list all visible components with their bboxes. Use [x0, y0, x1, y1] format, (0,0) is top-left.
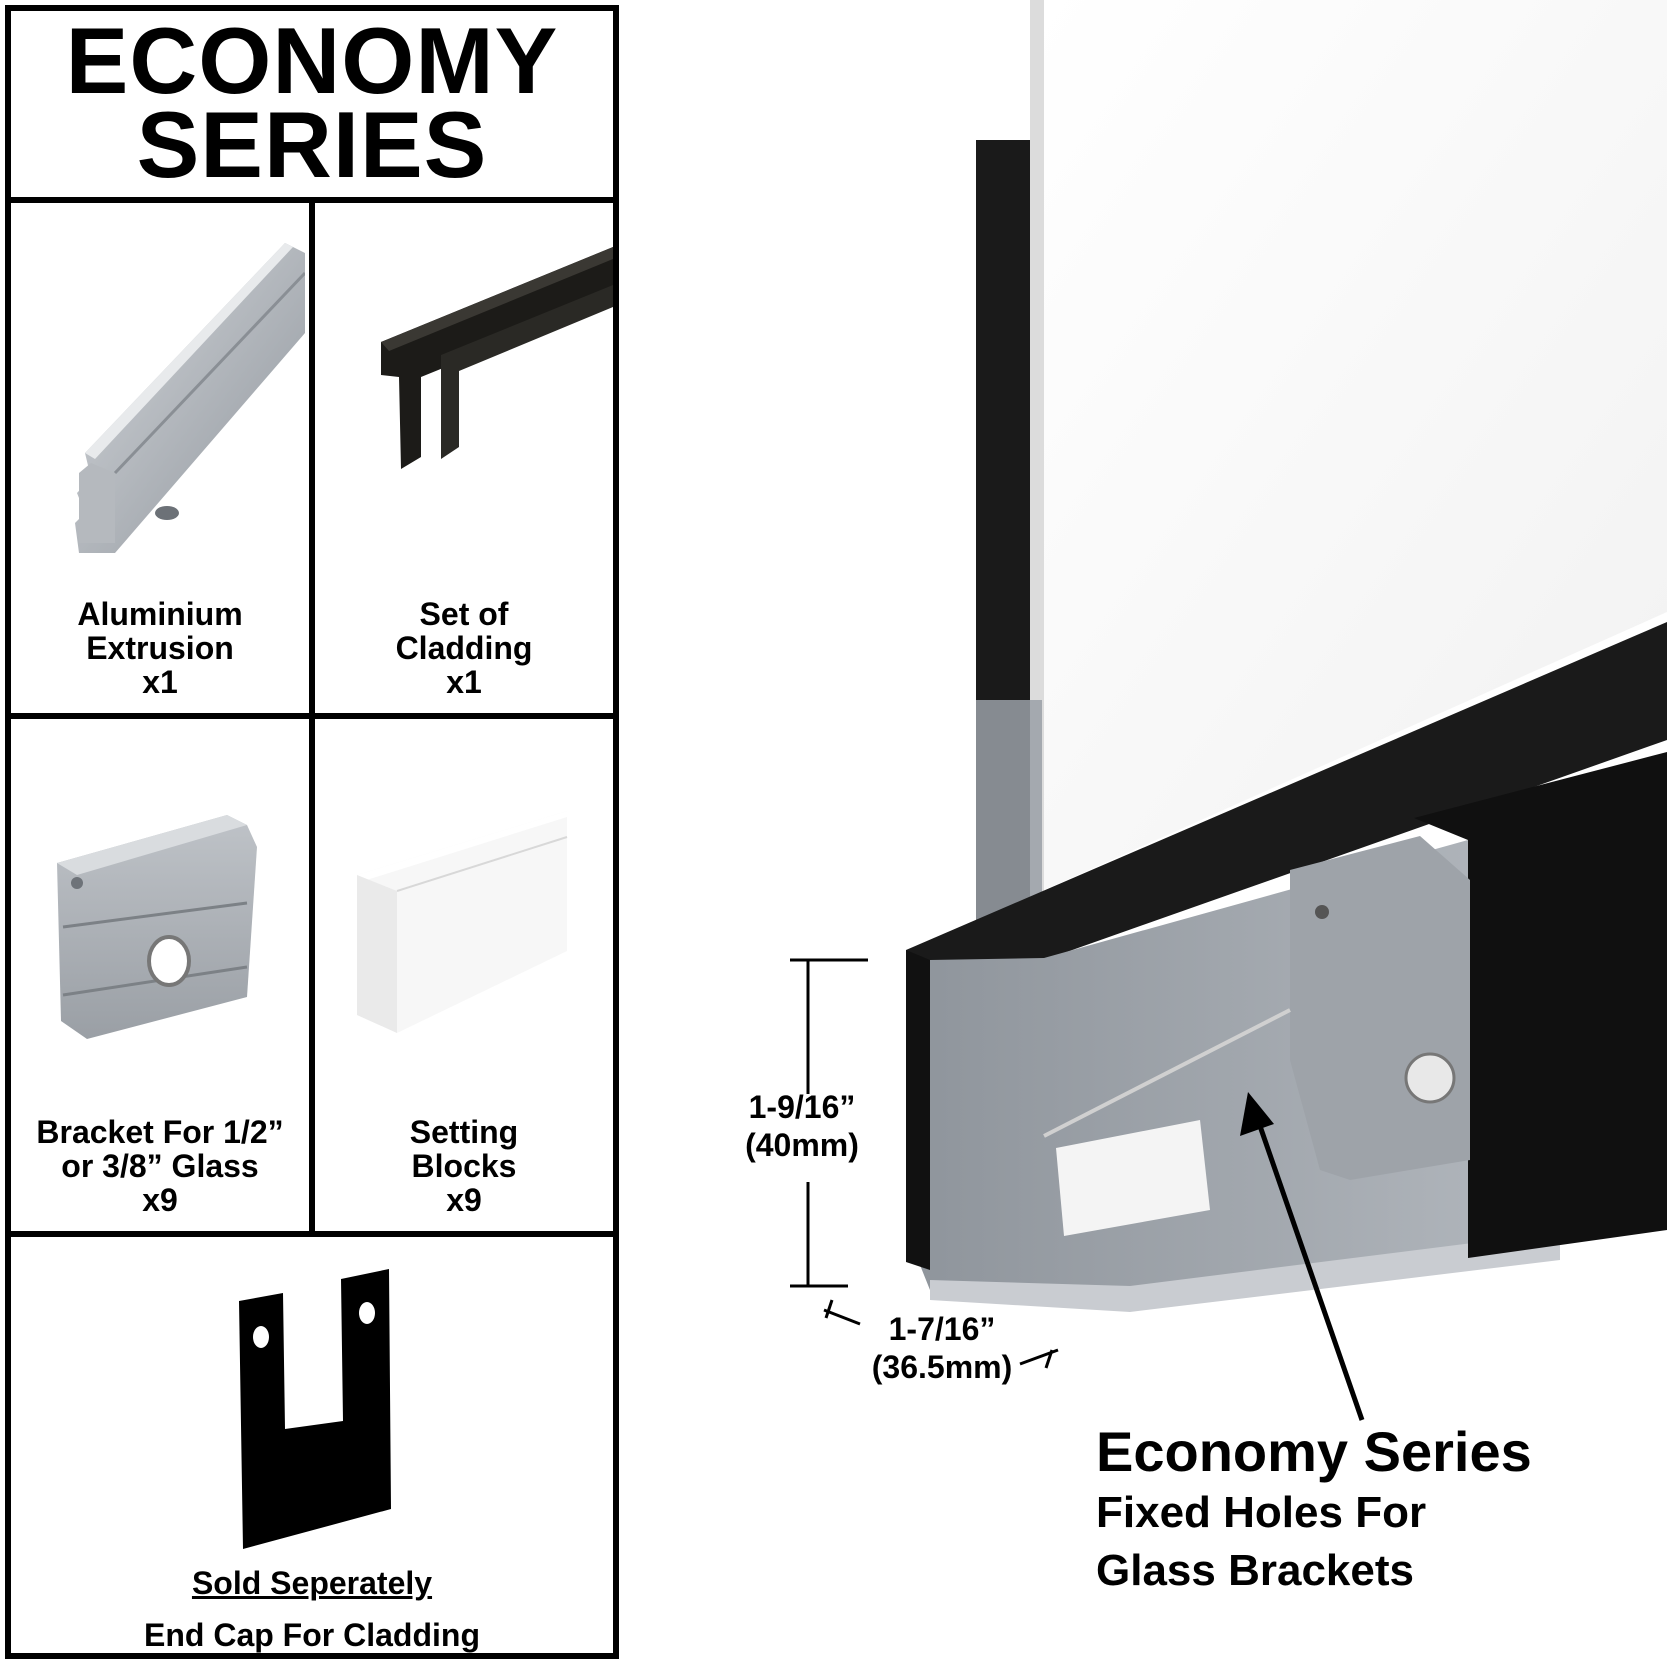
divider [11, 713, 613, 719]
cladding-top [906, 622, 1667, 962]
callout-line-2: Glass Brackets [1096, 1546, 1414, 1595]
series-callout: Economy Series Fixed Holes For Glass Bra… [1096, 1420, 1532, 1600]
bracket-image [57, 815, 257, 1039]
cladding-right [1414, 752, 1667, 1258]
callout-line-1: Fixed Holes For [1096, 1488, 1427, 1537]
kit-contents-panel: ECONOMY SERIES Aluminium Extrusion x1 Se… [5, 5, 619, 1659]
cladding-left [906, 950, 930, 1270]
title-line-2: SERIES [136, 92, 488, 197]
page-title: ECONOMY SERIES [11, 8, 613, 197]
aluminium-extrusion-image [75, 243, 305, 553]
callout-title: Economy Series [1096, 1420, 1532, 1483]
aluminium-extrusion-label: Aluminium Extrusion x1 [77, 596, 243, 700]
cladding-label: Set of Cladding x1 [395, 596, 533, 700]
title-line-1: ECONOMY [65, 8, 559, 113]
end-cap-label: End Cap For Cladding [144, 1617, 480, 1653]
sold-separately-note: Sold Seperately [191, 1565, 433, 1601]
setting-block-image [357, 811, 568, 1033]
glass-panel [1044, 0, 1667, 890]
setting-blocks-label: Setting Blocks x9 [409, 1114, 519, 1218]
divider [11, 1231, 613, 1237]
callout-arrow [1240, 1092, 1365, 1421]
height-dimension-label: 1-9/16” (40mm) [745, 1089, 859, 1163]
setting-block [1056, 1120, 1210, 1236]
glass-bracket [1290, 836, 1470, 1180]
product-render [790, 0, 1667, 1421]
cladding-image [381, 247, 613, 469]
width-dimension-label: 1-7/16” (36.5mm) [871, 1311, 1013, 1385]
width-dimension [823, 1299, 1059, 1369]
end-cap-image [239, 1269, 391, 1549]
bracket-label: Bracket For 1/2” or 3/8” Glass x9 [36, 1114, 284, 1218]
height-dimension [790, 958, 868, 1288]
